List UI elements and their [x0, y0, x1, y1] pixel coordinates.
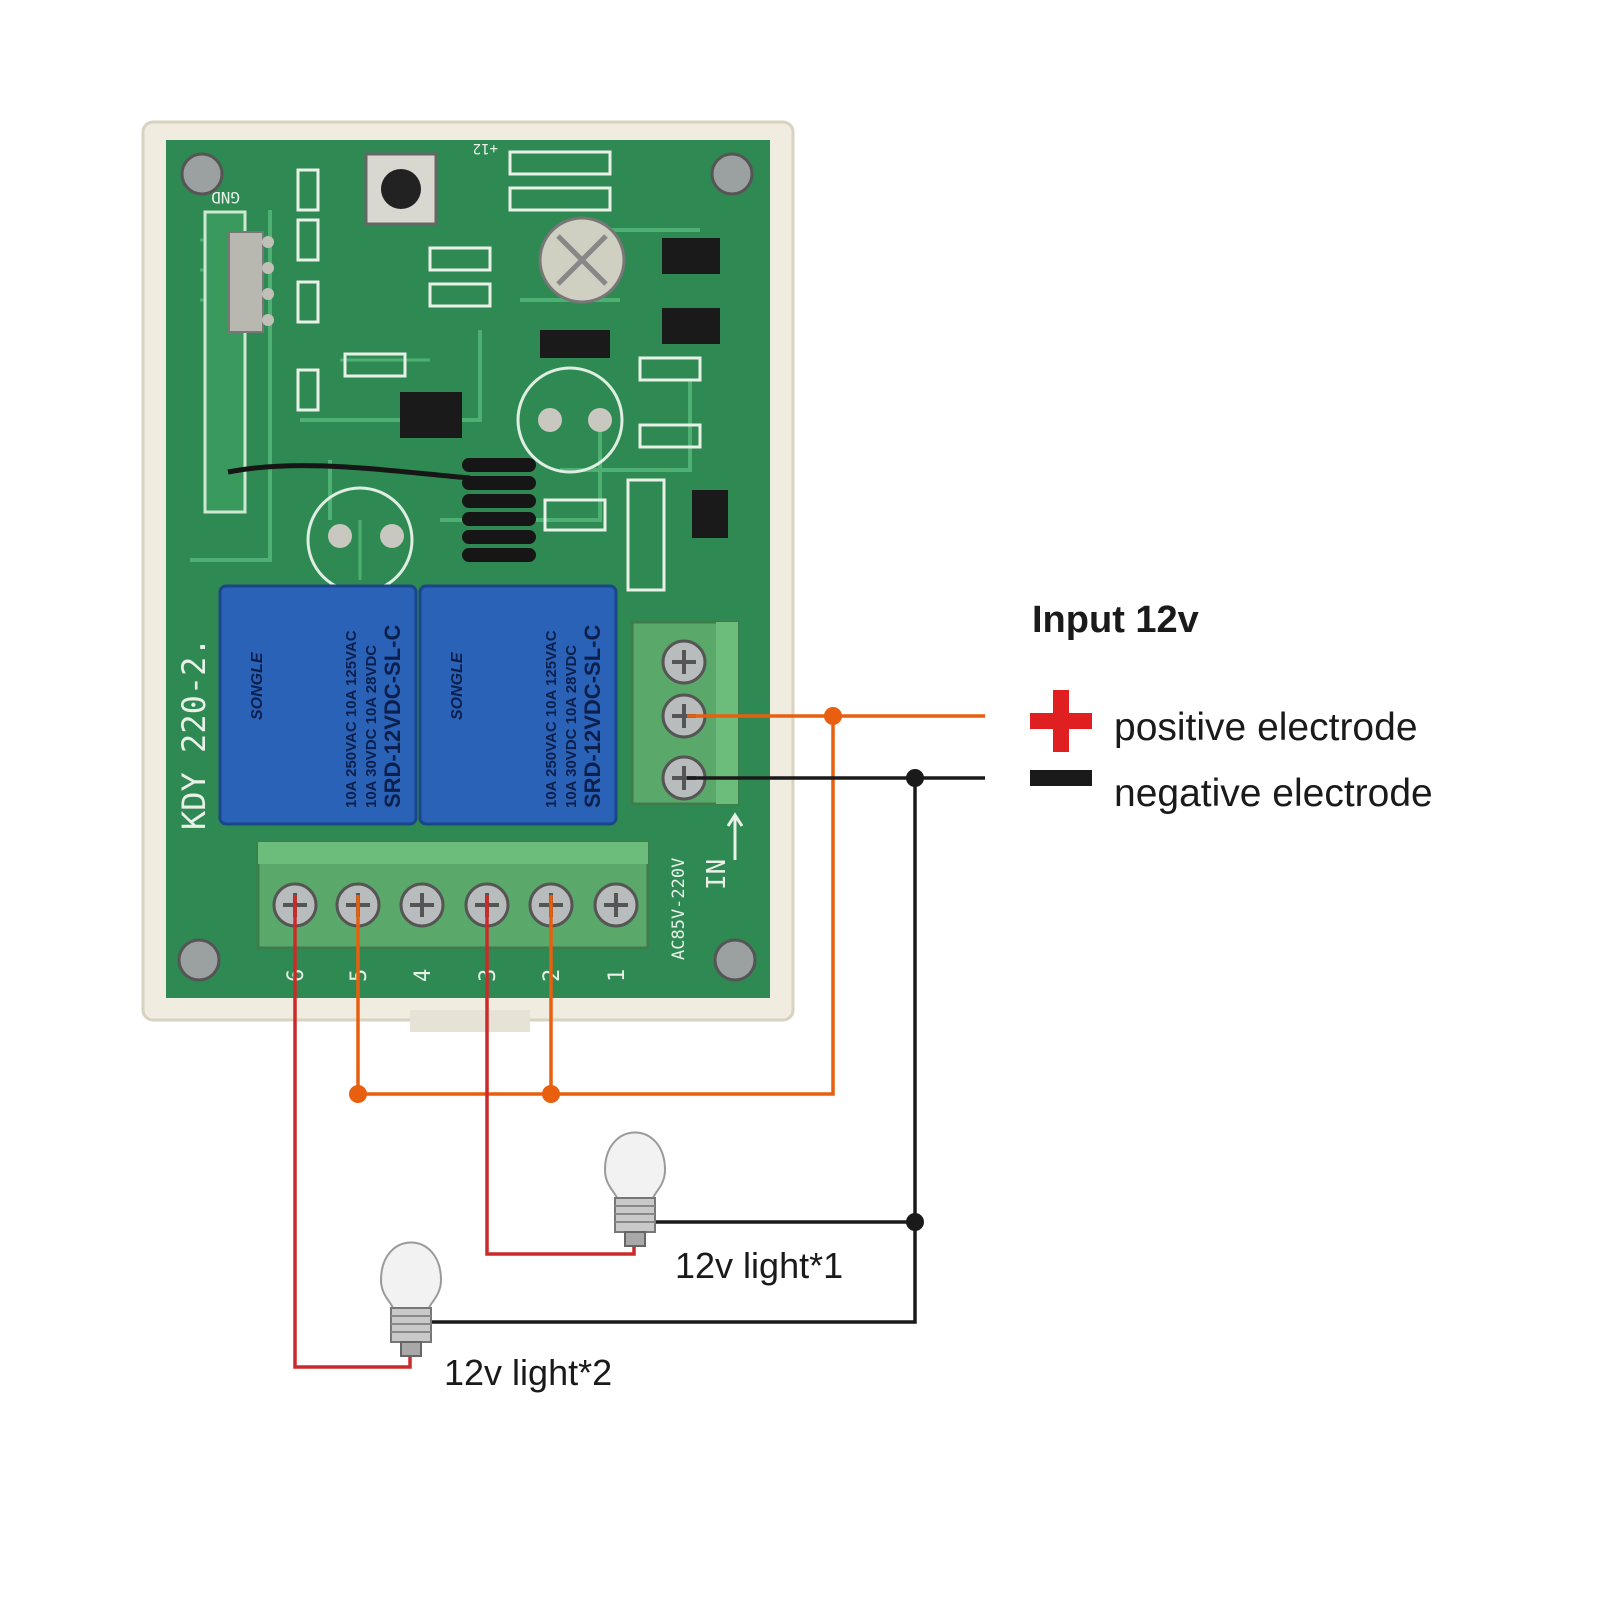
relay-2-rating-b: 10A 30VDC 10A 28VDC [563, 645, 580, 808]
relay-1-rating-a: 10A 250VAC 10A 125VAC [343, 630, 360, 808]
terminal-number-4: 4 [411, 969, 436, 982]
junction-dot [824, 707, 842, 725]
relay-2-model: SRD-12VDC-SL-C [580, 625, 605, 808]
in-label: IN [702, 859, 732, 890]
negative-bus [412, 778, 917, 1324]
output-terminal-block [256, 840, 650, 950]
junction-dot [349, 1085, 367, 1103]
screw-top-right [710, 152, 754, 196]
plus-icon [1030, 690, 1092, 752]
output-terminal-screw-1 [593, 882, 639, 928]
positive-electrode-label: positive electrode [1114, 706, 1418, 749]
negative-electrode-label: negative electrode [1114, 772, 1433, 815]
relay-2: SRD-12VDC-SL-C 10A 250VAC 10A 125VAC 10A… [418, 584, 618, 826]
light1-label: 12v light*1 [675, 1245, 843, 1286]
gnd-label: GND [211, 188, 240, 207]
antenna-coil [227, 458, 536, 562]
minus-icon [1030, 770, 1092, 786]
relay-1-model: SRD-12VDC-SL-C [380, 625, 405, 808]
light-bulb-1-icon [603, 1131, 667, 1247]
ac-range-label: AC85V-220V [669, 858, 689, 960]
relay-1: SRD-12VDC-SL-C 10A 250VAC 10A 125VAC 10A… [218, 584, 418, 826]
junction-dot [906, 1213, 924, 1231]
relay-1-rating-b: 10A 30VDC 10A 28VDC [363, 645, 380, 808]
housing-tab [410, 1010, 530, 1032]
screw-bottom-left [177, 938, 221, 982]
relay-2-brand: SONGLE [449, 651, 466, 720]
screw-top-left [180, 152, 224, 196]
screw-bottom-right [713, 938, 757, 982]
output-terminal-screw-4 [399, 882, 445, 928]
board-model-label: KDY 220-2. [175, 637, 213, 830]
junction-dot [542, 1085, 560, 1103]
ic-chip [400, 392, 462, 438]
junction-dot [906, 769, 924, 787]
relay-2-rating-a: 10A 250VAC 10A 125VAC [543, 630, 560, 808]
input-terminal-screw-1 [661, 639, 707, 685]
relay-1-brand: SONGLE [249, 651, 266, 720]
plus12-label: +12 [473, 140, 498, 156]
positive-bus [360, 716, 835, 1096]
light-bulb-2-icon [379, 1241, 443, 1357]
terminal-number-1: 1 [605, 969, 630, 982]
light2-label: 12v light*2 [444, 1352, 612, 1393]
input-title: Input 12v [1032, 599, 1199, 641]
